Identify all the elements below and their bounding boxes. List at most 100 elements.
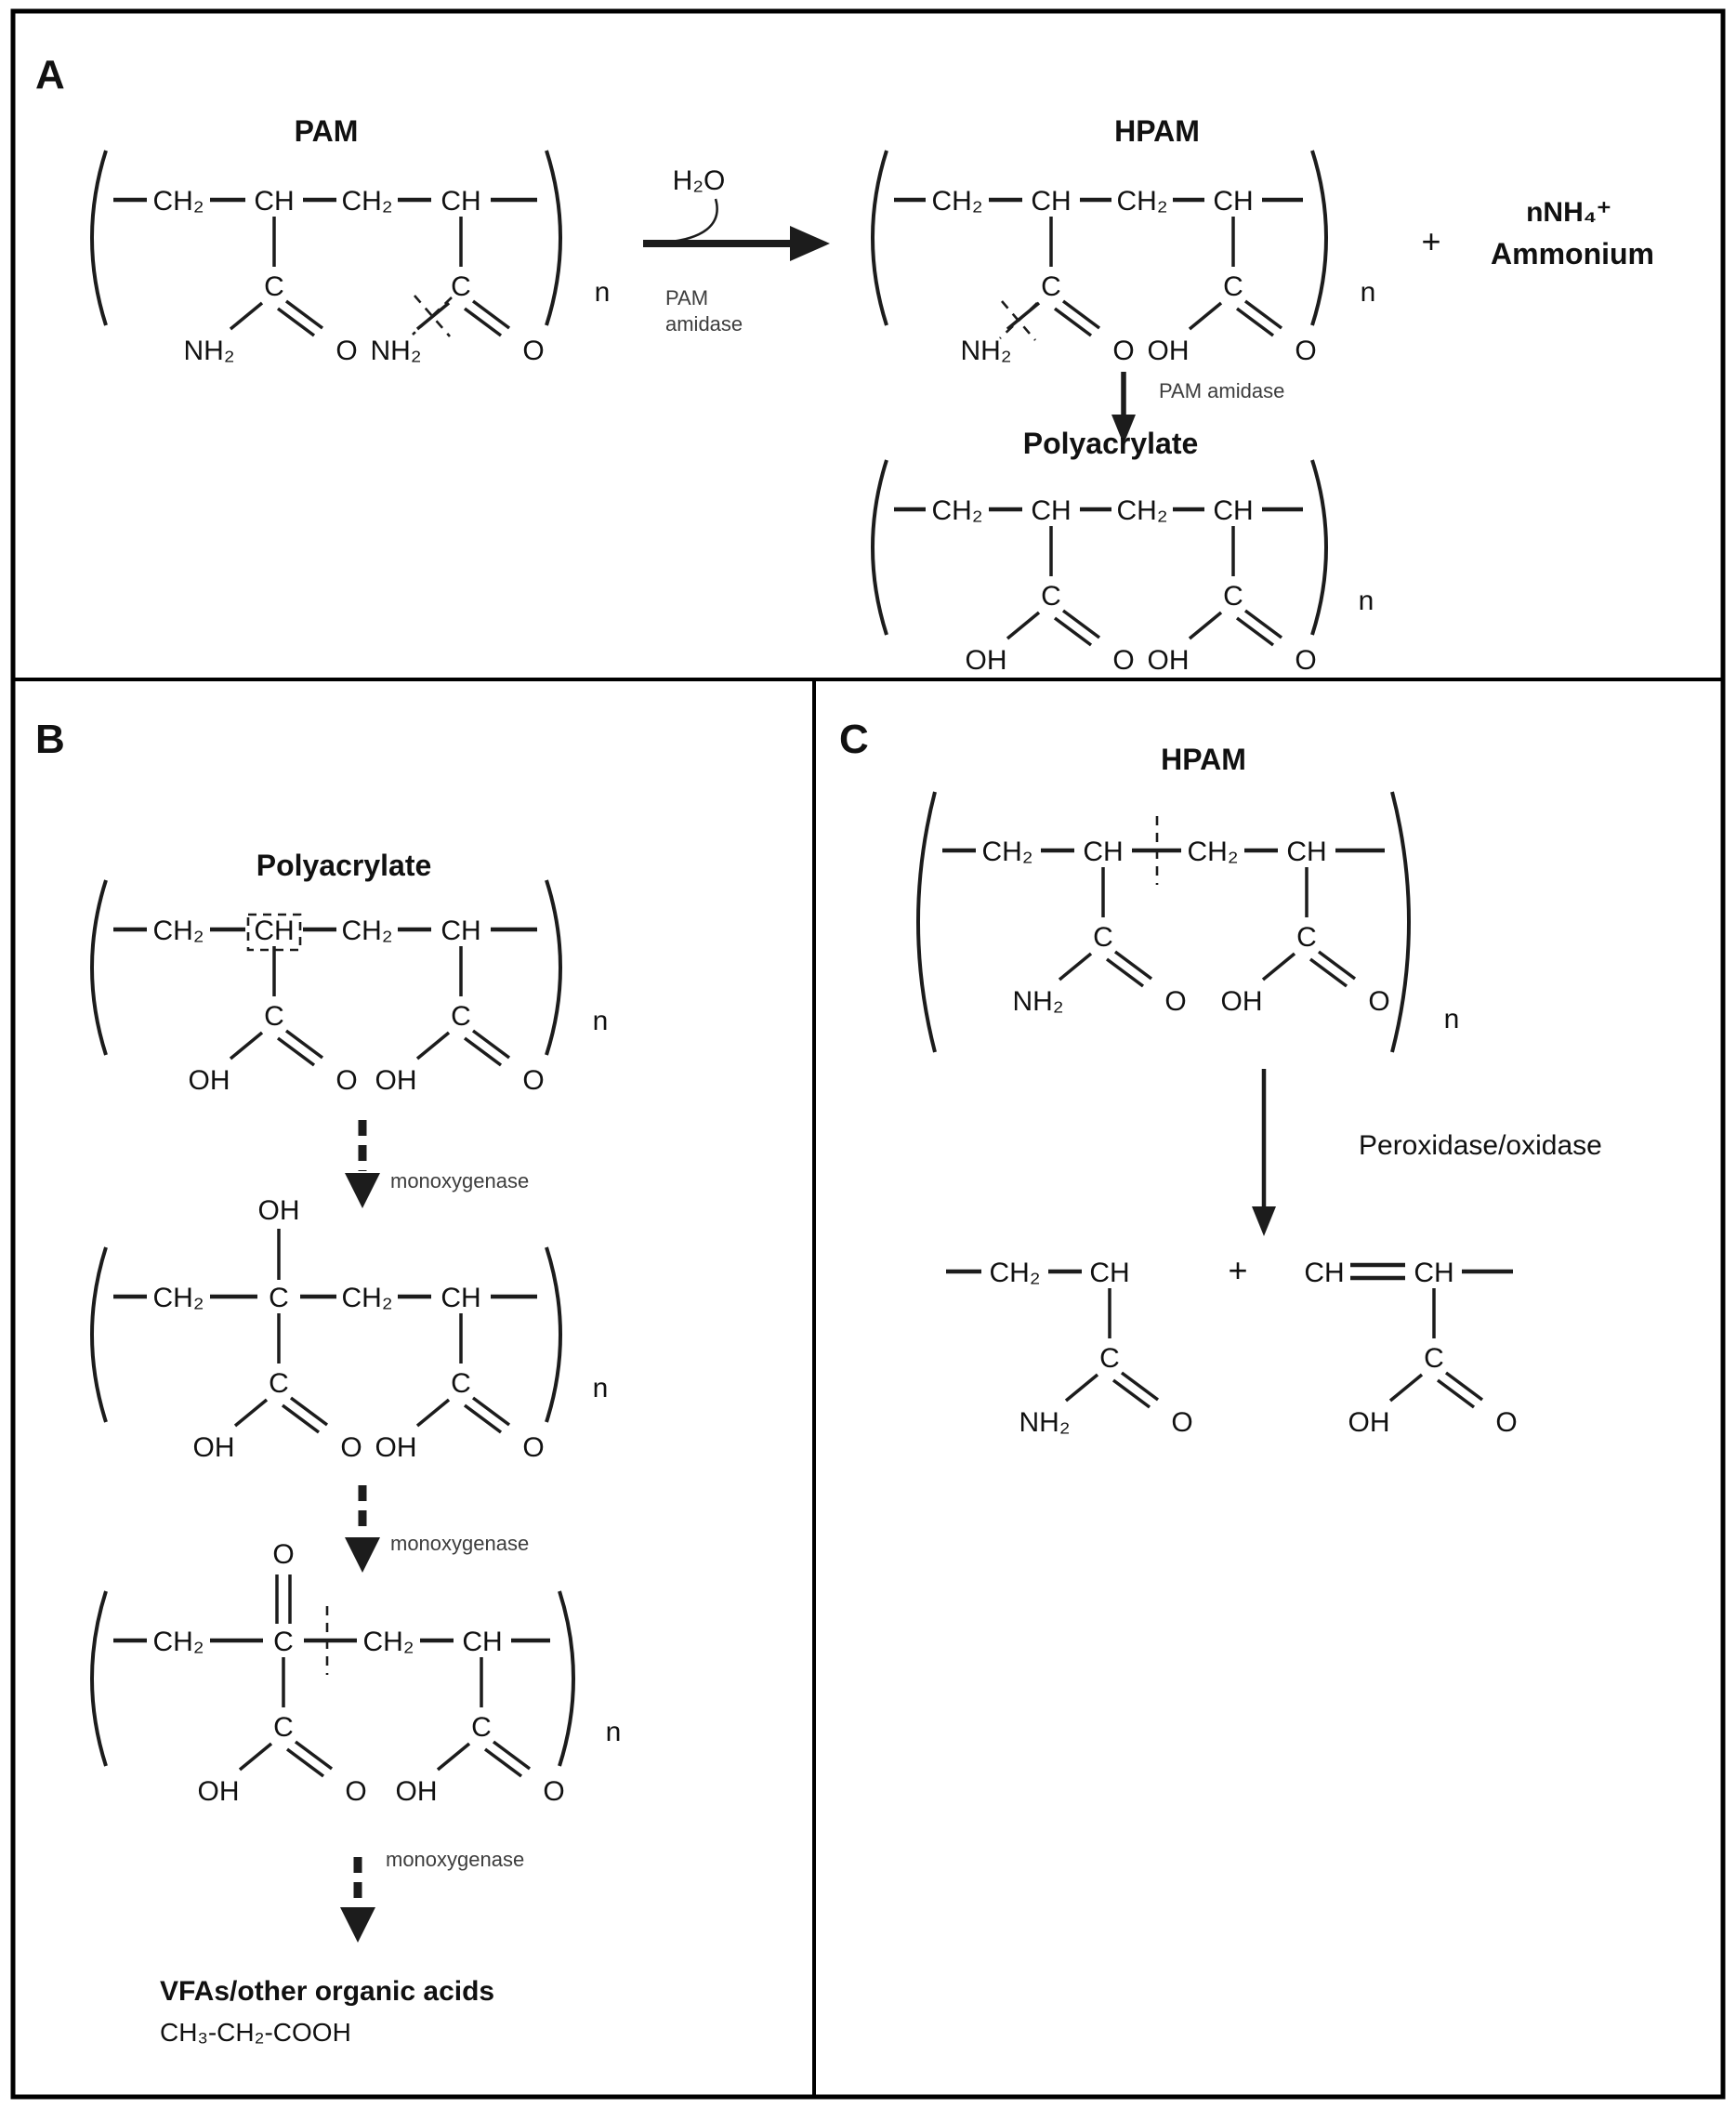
double-bond	[1444, 1371, 1484, 1402]
bond	[238, 1742, 273, 1772]
right-bracket	[558, 1590, 575, 1767]
atom-oh: OH	[1348, 1407, 1390, 1438]
left-bracket	[90, 1246, 108, 1423]
atom-c: C	[264, 271, 284, 302]
atom-ch2: CH₂	[153, 186, 204, 217]
double-bond	[284, 1029, 324, 1060]
atom-o: O	[522, 336, 544, 366]
atom-oh: OH	[193, 1432, 235, 1463]
double-bond	[463, 1403, 503, 1434]
dashed-arrow-2: monoxygenase	[345, 1485, 529, 1573]
double-bond	[1061, 299, 1101, 330]
enzyme-label: PAM amidase	[1159, 379, 1284, 402]
polyacrylate-title: Polyacrylate	[256, 849, 432, 882]
atom-o: O	[1295, 645, 1316, 676]
hpam-structure-c: n CH₂ CH CH₂ CH C NH₂ O C OH	[916, 791, 1459, 1053]
double-bond	[1120, 1371, 1160, 1402]
cleavage-dash	[999, 302, 1038, 339]
panel-c: C HPAM n CH₂ CH CH₂ CH C NH₂ O	[839, 717, 1602, 1438]
bond	[1006, 611, 1041, 640]
atom-ch: CH	[1031, 186, 1071, 217]
vfa-title: VFAs/other organic acids	[160, 1976, 494, 2007]
double-bond	[1317, 950, 1357, 981]
arrow-head	[340, 1907, 375, 1943]
atom-o: O	[272, 1539, 294, 1570]
enzyme-label: monoxygenase	[390, 1532, 529, 1555]
double-bond	[294, 1740, 334, 1771]
enzyme-label-line1: PAM	[665, 286, 708, 310]
atom-o: O	[1112, 645, 1134, 676]
arrow-head	[1111, 415, 1136, 444]
bond	[233, 1398, 269, 1428]
atom-ch2: CH₂	[1117, 495, 1168, 526]
atom-ch: CH	[254, 916, 294, 946]
atom-o: O	[1295, 336, 1316, 366]
atom-c: C	[269, 1368, 289, 1399]
right-bracket	[545, 879, 562, 1056]
atom-o: O	[335, 1065, 357, 1096]
atom-c: C	[451, 1001, 471, 1032]
double-bond	[1053, 307, 1093, 337]
atom-ch: CH	[1213, 186, 1253, 217]
panel-a-label: A	[35, 52, 65, 98]
arrow-head	[345, 1173, 380, 1208]
atom-c: C	[273, 1712, 294, 1743]
water-swoosh	[661, 198, 718, 244]
repeat-n: n	[1359, 586, 1374, 616]
repeat-n: n	[593, 1373, 609, 1403]
atom-ch: CH	[1089, 1258, 1129, 1288]
bond	[1261, 952, 1296, 982]
atom-c: C	[1296, 922, 1317, 953]
atom-o: O	[1368, 986, 1389, 1017]
bond	[415, 1031, 451, 1061]
left-bracket	[90, 879, 108, 1056]
atom-o: O	[522, 1065, 544, 1096]
atom-ch: CH	[1286, 837, 1326, 867]
double-bond	[276, 1036, 316, 1067]
double-bond	[1235, 616, 1275, 647]
double-bond	[1113, 950, 1153, 981]
atom-ch2: CH₂	[932, 495, 983, 526]
atom-c: C	[471, 1712, 492, 1743]
atom-ch: CH	[441, 916, 480, 946]
panel-b: B Polyacrylate n CH₂ CH CH₂ CH C OH O	[35, 717, 621, 2047]
atom-c: C	[451, 1368, 471, 1399]
dashed-arrow-3: monoxygenase	[340, 1848, 524, 1943]
atom-c: C	[269, 1283, 289, 1313]
right-bracket	[545, 150, 562, 326]
water-label: H₂O	[673, 165, 726, 196]
atom-o: O	[345, 1776, 366, 1807]
atom-oh: OH	[375, 1065, 417, 1096]
atom-c: C	[1093, 922, 1113, 953]
double-bond	[492, 1740, 532, 1771]
atom-ch2: CH₂	[342, 916, 393, 946]
repeat-n: n	[1361, 277, 1376, 308]
atom-ch2: CH₂	[932, 186, 983, 217]
double-bond	[1243, 299, 1283, 330]
double-bond	[289, 1396, 329, 1427]
bond	[1188, 611, 1223, 640]
hpam-title: HPAM	[1161, 743, 1246, 776]
enzyme-label: monoxygenase	[390, 1169, 529, 1192]
double-bond	[284, 299, 324, 330]
pam-title: PAM	[295, 114, 359, 148]
double-bond	[281, 1403, 321, 1434]
left-bracket	[871, 459, 888, 636]
atom-c: C	[273, 1627, 294, 1657]
panel-a: A PAM n CH₂ CH CH₂ CH C NH₂ O C	[35, 52, 1654, 676]
atom-o: O	[543, 1776, 564, 1807]
atom-oh: OH	[1148, 645, 1190, 676]
atom-nh2: NH₂	[371, 336, 422, 366]
arrow-head	[790, 226, 830, 261]
atom-nh2: NH₂	[184, 336, 235, 366]
double-bond	[1053, 616, 1093, 647]
atom-o: O	[340, 1432, 362, 1463]
left-bracket	[90, 150, 108, 326]
atom-oh: OH	[396, 1776, 438, 1807]
arrow-head	[345, 1537, 380, 1573]
atom-c: C	[1041, 581, 1061, 612]
atom-ch2: CH₂	[982, 837, 1033, 867]
reaction-arrow-a-down: PAM amidase	[1111, 372, 1284, 444]
double-bond	[471, 299, 511, 330]
